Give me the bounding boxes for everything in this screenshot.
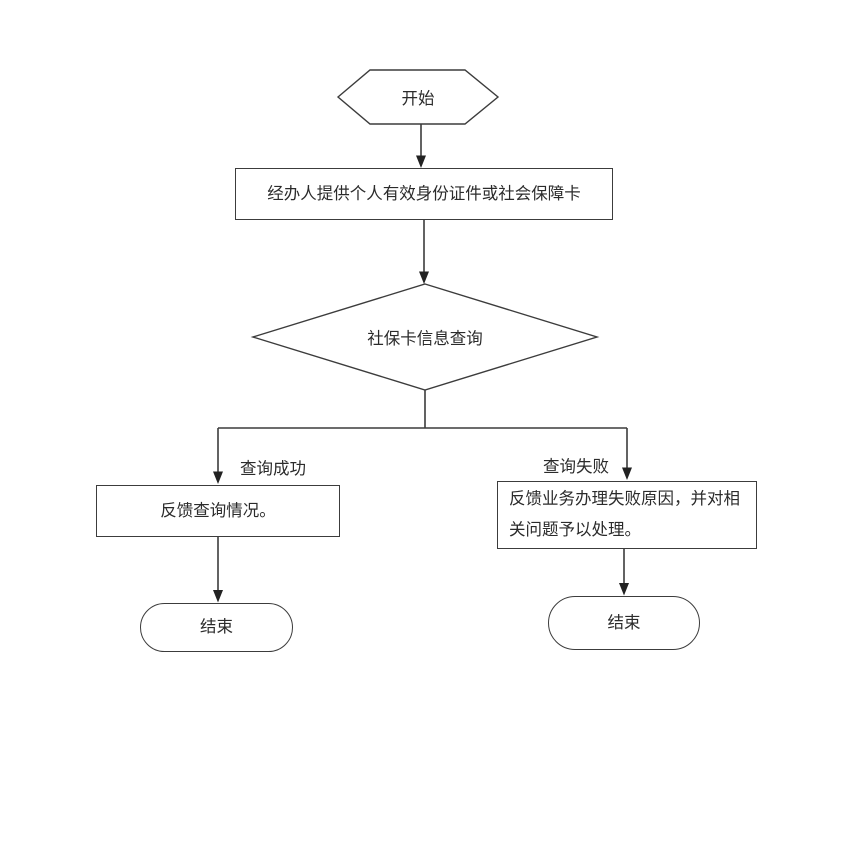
arrowhead xyxy=(419,271,429,284)
end-node-success: 结束 xyxy=(140,603,293,652)
start-hexagon-shape xyxy=(336,69,500,125)
process-provide-id-node: 经办人提供个人有效身份证件或社会保障卡 xyxy=(235,168,613,220)
process-feedback-failure-node: 反馈业务办理失败原因，并对相关问题予以处理。 xyxy=(497,481,757,549)
arrowhead xyxy=(622,467,632,480)
arrowhead xyxy=(619,583,629,596)
edge-label-query-failure: 查询失败 xyxy=(543,458,609,476)
connector-decision-branch xyxy=(218,390,627,429)
decision-diamond-shape xyxy=(250,283,600,391)
arrowhead xyxy=(213,590,223,603)
arrowhead xyxy=(416,155,426,168)
end-node-failure: 结束 xyxy=(548,596,700,650)
process-feedback-result-node: 反馈查询情况。 xyxy=(96,485,340,537)
arrowhead xyxy=(213,471,223,484)
edge-label-query-success: 查询成功 xyxy=(240,460,306,478)
